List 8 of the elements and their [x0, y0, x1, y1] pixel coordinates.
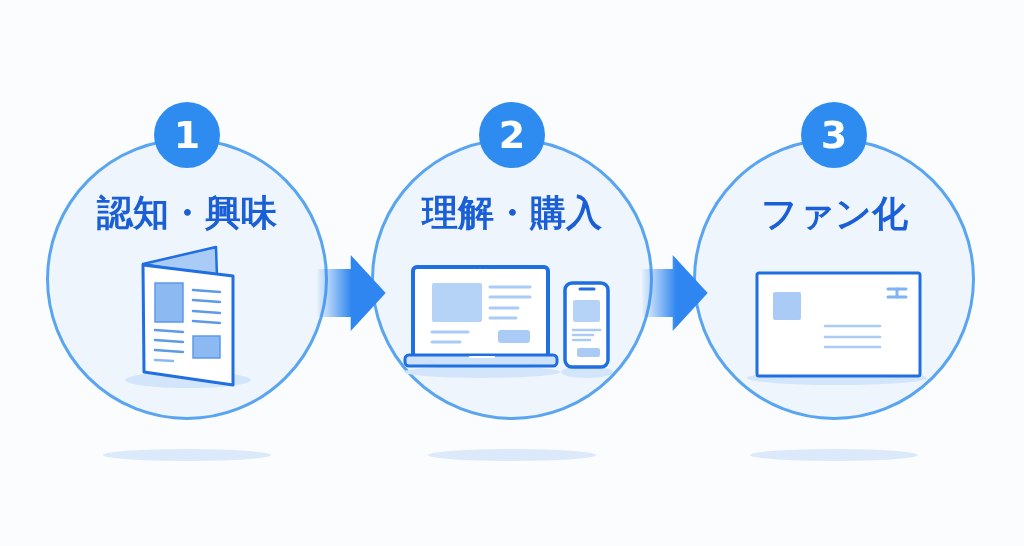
step-title: 理解・購入: [422, 195, 602, 231]
step-title: 認知・興味: [97, 195, 277, 231]
arrow: [642, 255, 708, 331]
number-badge: 2: [479, 102, 545, 168]
number-badge: 3: [801, 102, 867, 168]
arrow: [317, 255, 386, 331]
number-badge: 1: [154, 102, 220, 168]
step-title: ファン化: [760, 196, 908, 232]
